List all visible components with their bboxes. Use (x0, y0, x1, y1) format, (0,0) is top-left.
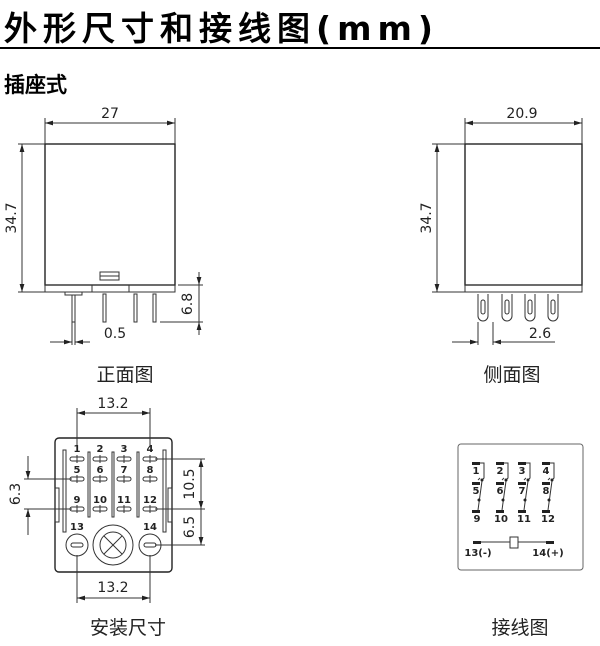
socket-pin-12: 12 (143, 495, 157, 506)
contact-com (542, 510, 550, 513)
mounting-caption: 安装尺寸 (90, 617, 166, 639)
wiring-pin-5: 5 (473, 486, 480, 497)
socket-pin-5: 5 (74, 465, 81, 476)
contact-com (518, 510, 526, 513)
socket-pin-4: 4 (147, 444, 154, 455)
wiring-pin-4: 4 (543, 466, 550, 477)
contact-arm (547, 480, 553, 511)
socket-pin-8: 8 (147, 465, 154, 476)
socket-pin-11: 11 (117, 495, 131, 506)
wiring-pin-12: 12 (541, 514, 555, 525)
socket-pin-14: 14 (143, 522, 157, 533)
contact-wire (480, 462, 485, 481)
coil-minus-label: 13(-) (464, 548, 491, 559)
wiring-pin-11: 11 (517, 514, 531, 525)
contact-no (542, 482, 550, 485)
coil-icon (509, 536, 519, 549)
contact-nc (518, 462, 526, 465)
socket-pin-9: 9 (74, 495, 81, 506)
socket-bottom-width-label: 13.2 (97, 580, 128, 596)
coil-plus-label: 14(+) (532, 548, 563, 559)
side-view: 20.9 34.7 2.6 侧面图 (419, 106, 583, 386)
socket-right-upper-label: 10.5 (182, 468, 198, 499)
contact-wire (526, 462, 531, 481)
page-title: 外形尺寸和接线图(mm) (4, 9, 439, 48)
socket-left-height-label: 6.3 (8, 483, 24, 505)
wiring-pin-7: 7 (519, 486, 526, 497)
wiring-diagram: 1 2 3 4 5 6 7 8 9 10 11 12 13(-) 14(+) 接… (457, 443, 584, 639)
socket-pin-3: 3 (121, 444, 128, 455)
pin-width-label: 0.5 (104, 326, 126, 342)
socket-right-lower-label: 6.5 (182, 516, 198, 538)
contact-wire (504, 462, 509, 481)
front-height-label: 34.7 (4, 202, 20, 233)
side-height-label: 34.7 (419, 202, 435, 233)
front-width-label: 27 (101, 106, 119, 122)
wiring-pin-2: 2 (497, 466, 504, 477)
side-view-caption: 侧面图 (483, 364, 540, 386)
contact-nc (496, 462, 504, 465)
contact-arm (477, 480, 483, 511)
pin-pitch-label: 2.6 (529, 326, 551, 342)
socket-pin-6: 6 (97, 465, 104, 476)
wiring-pin-8: 8 (543, 486, 550, 497)
socket-pin-13: 13 (70, 522, 84, 533)
contact-com (472, 510, 480, 513)
front-view-caption: 正面图 (96, 364, 153, 386)
contact-nc (542, 462, 550, 465)
contact-wire (550, 462, 555, 481)
pin-length-label: 6.8 (180, 293, 196, 315)
socket-pin-2: 2 (97, 444, 104, 455)
front-view: 27 34.7 6.8 0.5 正面图 (4, 106, 203, 386)
contact-no (472, 482, 480, 485)
contact-arm (523, 480, 529, 511)
socket-mounting-view: 1 2 3 4 5 6 7 8 9 10 11 12 13 14 13.2 13… (8, 396, 205, 639)
wiring-pin-3: 3 (519, 466, 526, 477)
socket-pin-10: 10 (93, 495, 107, 506)
socket-top-width-label: 13.2 (97, 396, 128, 412)
contact-nc (472, 462, 480, 465)
contact-no (518, 482, 526, 485)
socket-pin-7: 7 (121, 465, 128, 476)
section-title: 插座式 (4, 73, 67, 97)
contact-com (496, 510, 504, 513)
wiring-pin-6: 6 (497, 486, 504, 497)
wiring-pin-10: 10 (494, 514, 508, 525)
wiring-pin-9: 9 (474, 514, 481, 525)
contact-arm (501, 480, 507, 511)
wiring-pin-1: 1 (473, 466, 480, 477)
side-width-label: 20.9 (506, 106, 537, 122)
wiring-caption: 接线图 (491, 617, 548, 639)
socket-pin-1: 1 (74, 444, 81, 455)
contact-no (496, 482, 504, 485)
